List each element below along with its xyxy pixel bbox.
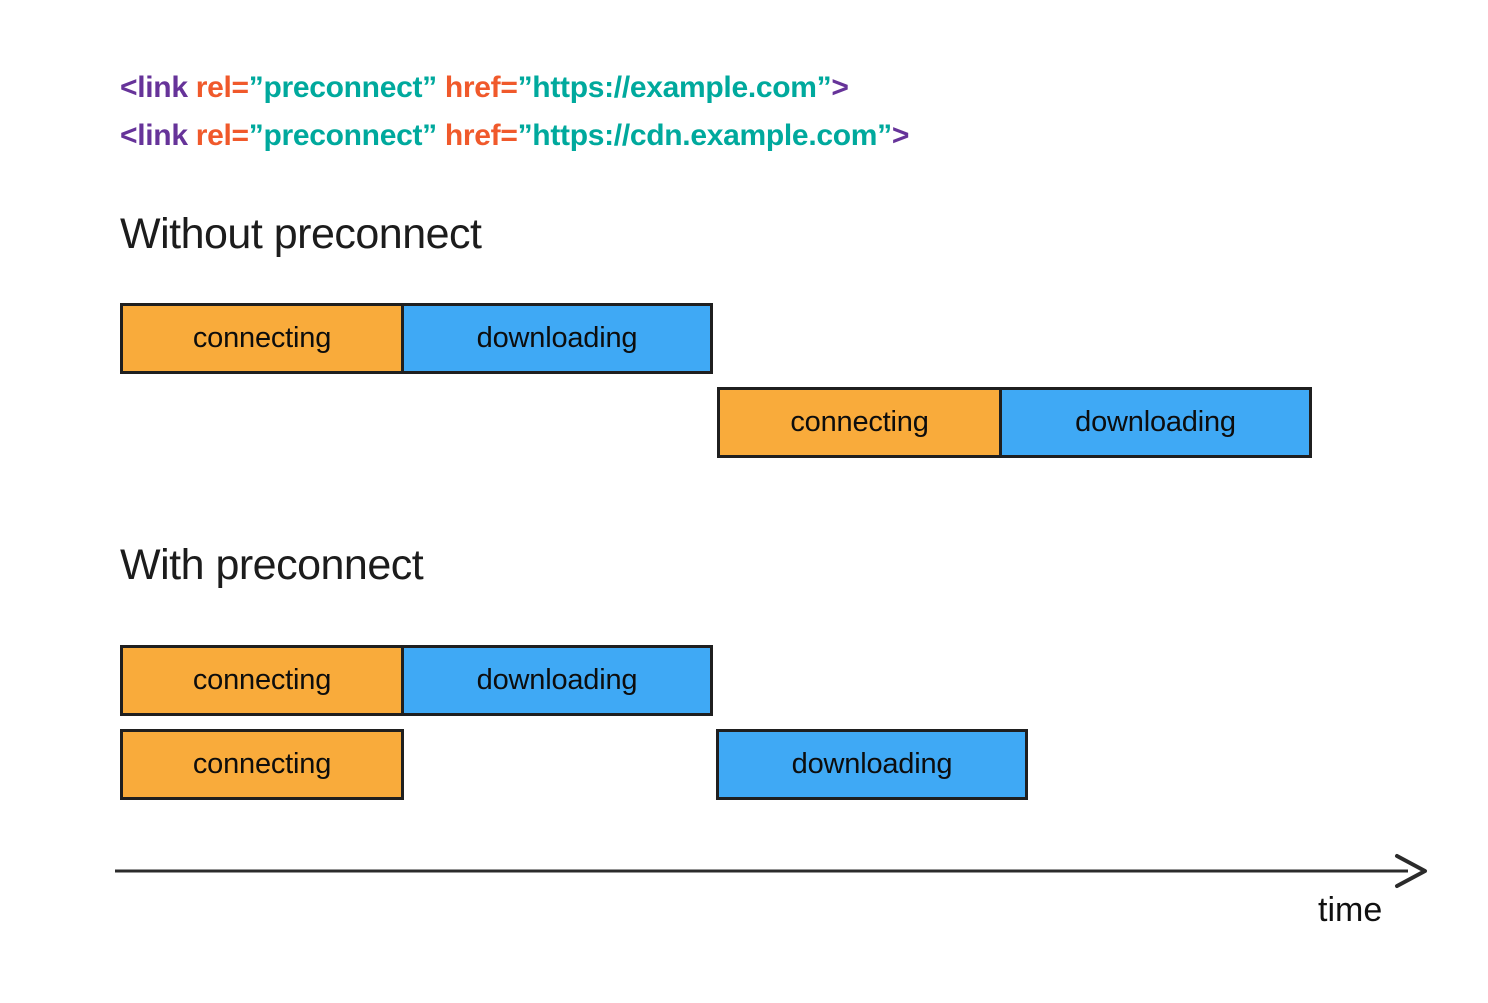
code-token: href= [436, 71, 518, 104]
code-token: rel= [195, 71, 249, 104]
section-title-with-preconnect: With preconnect [120, 541, 424, 589]
bar-segment-connecting: connecting [120, 645, 404, 716]
code-token: ”https://cdn.example.com” [517, 119, 893, 152]
code-block: <link rel=”preconnect” href=”https://exa… [120, 64, 909, 160]
bar-segment-downloading: downloading [716, 729, 1028, 800]
code-token: href= [436, 119, 518, 152]
code-token: <link [120, 119, 196, 152]
arrowhead-icon [1395, 854, 1427, 888]
time-axis-label: time [1318, 891, 1383, 929]
bar-segment-downloading: downloading [401, 645, 713, 716]
code-token: <link [120, 71, 196, 104]
code-token: > [831, 71, 849, 104]
section-title-without-preconnect: Without preconnect [120, 210, 482, 258]
code-token: rel= [195, 119, 249, 152]
code-token: ”preconnect” [248, 71, 437, 104]
timeline-bar: connecting [120, 729, 404, 800]
bar-segment-downloading: downloading [999, 387, 1312, 458]
bar-segment-connecting: connecting [120, 729, 404, 800]
code-token: > [891, 119, 910, 152]
bar-segment-connecting: connecting [120, 303, 404, 374]
bar-segment-connecting: connecting [717, 387, 1002, 458]
bar-segment-downloading: downloading [401, 303, 713, 374]
code-token: ”preconnect” [248, 119, 437, 152]
code-token: ”https://example.com” [517, 71, 832, 104]
timeline-bar: downloading [716, 729, 1028, 800]
time-axis-arrow [115, 854, 1427, 888]
code-line: <link rel=”preconnect” href=”https://cdn… [120, 112, 909, 160]
code-line: <link rel=”preconnect” href=”https://exa… [120, 64, 909, 112]
